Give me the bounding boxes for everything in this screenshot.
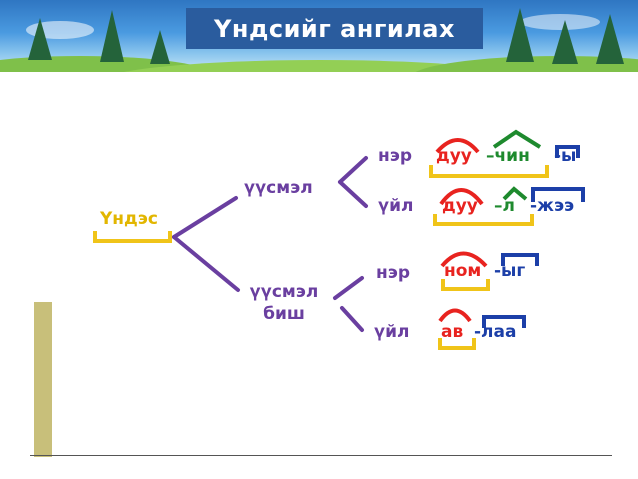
row3-inflectional-suffix: -ыг — [494, 261, 526, 281]
underived-label: үүсмэл биш — [242, 281, 326, 325]
edge-root-underived — [172, 235, 240, 292]
row2-stem-arc — [439, 188, 484, 206]
row3-stem-arc — [440, 251, 488, 268]
derived-label: үүсмэл — [244, 178, 313, 198]
bottom-divider — [30, 455, 612, 456]
row3-base-bracket — [441, 279, 490, 291]
edge-underived-noun — [333, 276, 364, 300]
row2-inflection-bracket — [531, 187, 585, 202]
underived-label-line1: үүсмэл — [249, 282, 319, 302]
edge-underived-verb — [340, 306, 364, 332]
row4-stem: ав — [441, 322, 464, 342]
row2-derivational-caret — [502, 186, 528, 201]
row4-inflection-bracket — [482, 315, 526, 328]
row4-stem-arc — [438, 308, 472, 323]
verb-label-underived: үйл — [374, 322, 410, 342]
title-box: Үндсийг ангилах — [186, 8, 483, 49]
edge-derived-verb — [338, 180, 368, 208]
row2-stem: дуу — [442, 196, 478, 216]
row4-inflectional-suffix: -лаа — [474, 322, 517, 342]
edge-root-derived — [172, 196, 238, 239]
row4-base-bracket — [438, 338, 476, 350]
root-label: Үндэс — [100, 209, 158, 229]
edge-derived-noun — [338, 156, 368, 184]
row2-derivational-suffix: –л — [494, 196, 515, 216]
row1-derivational-suffix: –чин — [486, 146, 530, 166]
landscape-illustration — [0, 8, 638, 72]
noun-label-underived: нэр — [376, 263, 410, 283]
row1-inflection-bracket — [555, 145, 580, 158]
noun-label-derived: нэр — [378, 146, 412, 166]
row3-stem: ном — [444, 261, 482, 281]
row2-base-bracket — [433, 214, 534, 226]
verb-label-derived: үйл — [378, 196, 414, 216]
row1-derivational-caret — [492, 129, 542, 149]
decorative-side-bar — [34, 302, 52, 457]
underived-label-line2: биш — [263, 304, 305, 324]
page-title: Үндсийг ангилах — [214, 14, 455, 43]
row1-stem-arc — [435, 138, 480, 154]
row3-inflection-bracket — [501, 253, 539, 266]
row1-stem: дуу — [436, 146, 472, 166]
row2-inflectional-suffix: -жээ — [530, 196, 575, 216]
root-bracket — [93, 231, 172, 243]
row1-base-bracket — [429, 165, 549, 178]
row1-inflectional-suffix: -ы — [554, 146, 577, 166]
